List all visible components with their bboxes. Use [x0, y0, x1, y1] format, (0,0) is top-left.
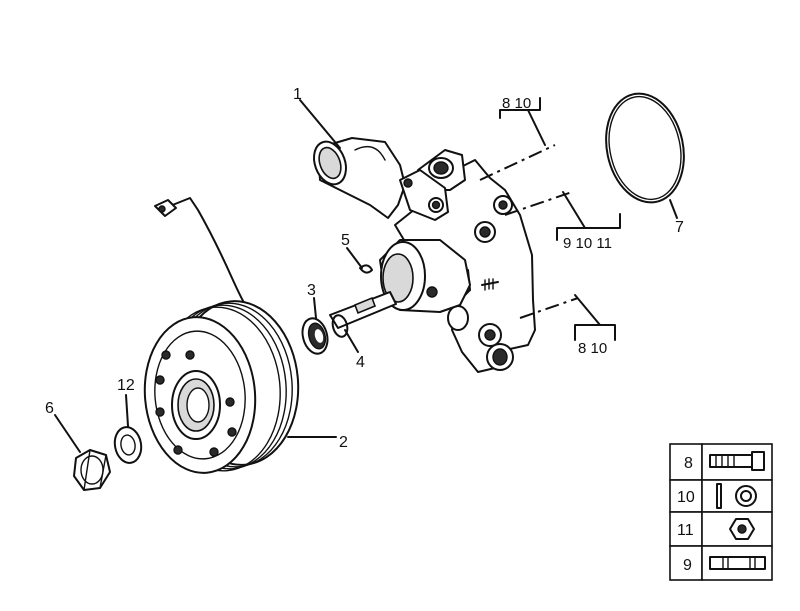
snap-ring [331, 314, 349, 338]
legend-num-9: 9 [683, 557, 692, 574]
gasket-ring [605, 92, 685, 204]
washer-icon [716, 483, 757, 509]
legend-num-8: 8 [684, 455, 693, 472]
leader-5 [346, 247, 363, 269]
leader-12 [125, 394, 129, 427]
hex-nut-icon [729, 518, 755, 540]
pump-body [313, 137, 536, 373]
leader-6 [54, 414, 81, 453]
alignment-line-mid [504, 191, 573, 216]
callout-2: 2 [339, 434, 348, 451]
ref-bracket-bottom: 8 10 [574, 294, 616, 357]
bolt-icon [709, 451, 765, 471]
callout-5: 5 [341, 232, 350, 249]
pulley [143, 300, 300, 474]
callout-6: 6 [45, 400, 54, 417]
nut [73, 449, 111, 491]
hardware-legend: 8 10 11 9 [669, 443, 773, 581]
key [359, 264, 373, 274]
leader-3 [313, 297, 317, 319]
washer [113, 426, 143, 464]
seal [301, 317, 329, 355]
shaft [329, 291, 397, 329]
callout-3: 3 [307, 282, 316, 299]
legend-num-11: 11 [677, 522, 694, 539]
alignment-line-top [479, 144, 556, 181]
ref-bracket-mid: 9 10 11 [556, 191, 621, 252]
leader-4 [344, 329, 359, 353]
leader-7 [669, 199, 678, 219]
ref-mid-label: 9 10 11 [563, 235, 612, 252]
ref-bracket-top: 8 10 [499, 95, 546, 146]
leader-1 [299, 99, 341, 149]
callout-7: 7 [675, 219, 684, 236]
ref-top-label: 8 10 [502, 95, 531, 112]
callout-12: 12 [117, 377, 135, 394]
wire-lead [154, 197, 247, 307]
callout-4: 4 [356, 354, 365, 371]
stud-icon [709, 556, 766, 570]
callout-1: 1 [293, 86, 302, 103]
legend-num-10: 10 [677, 489, 695, 506]
alignment-line-bottom [519, 297, 579, 319]
ref-bottom-label: 8 10 [578, 340, 607, 357]
